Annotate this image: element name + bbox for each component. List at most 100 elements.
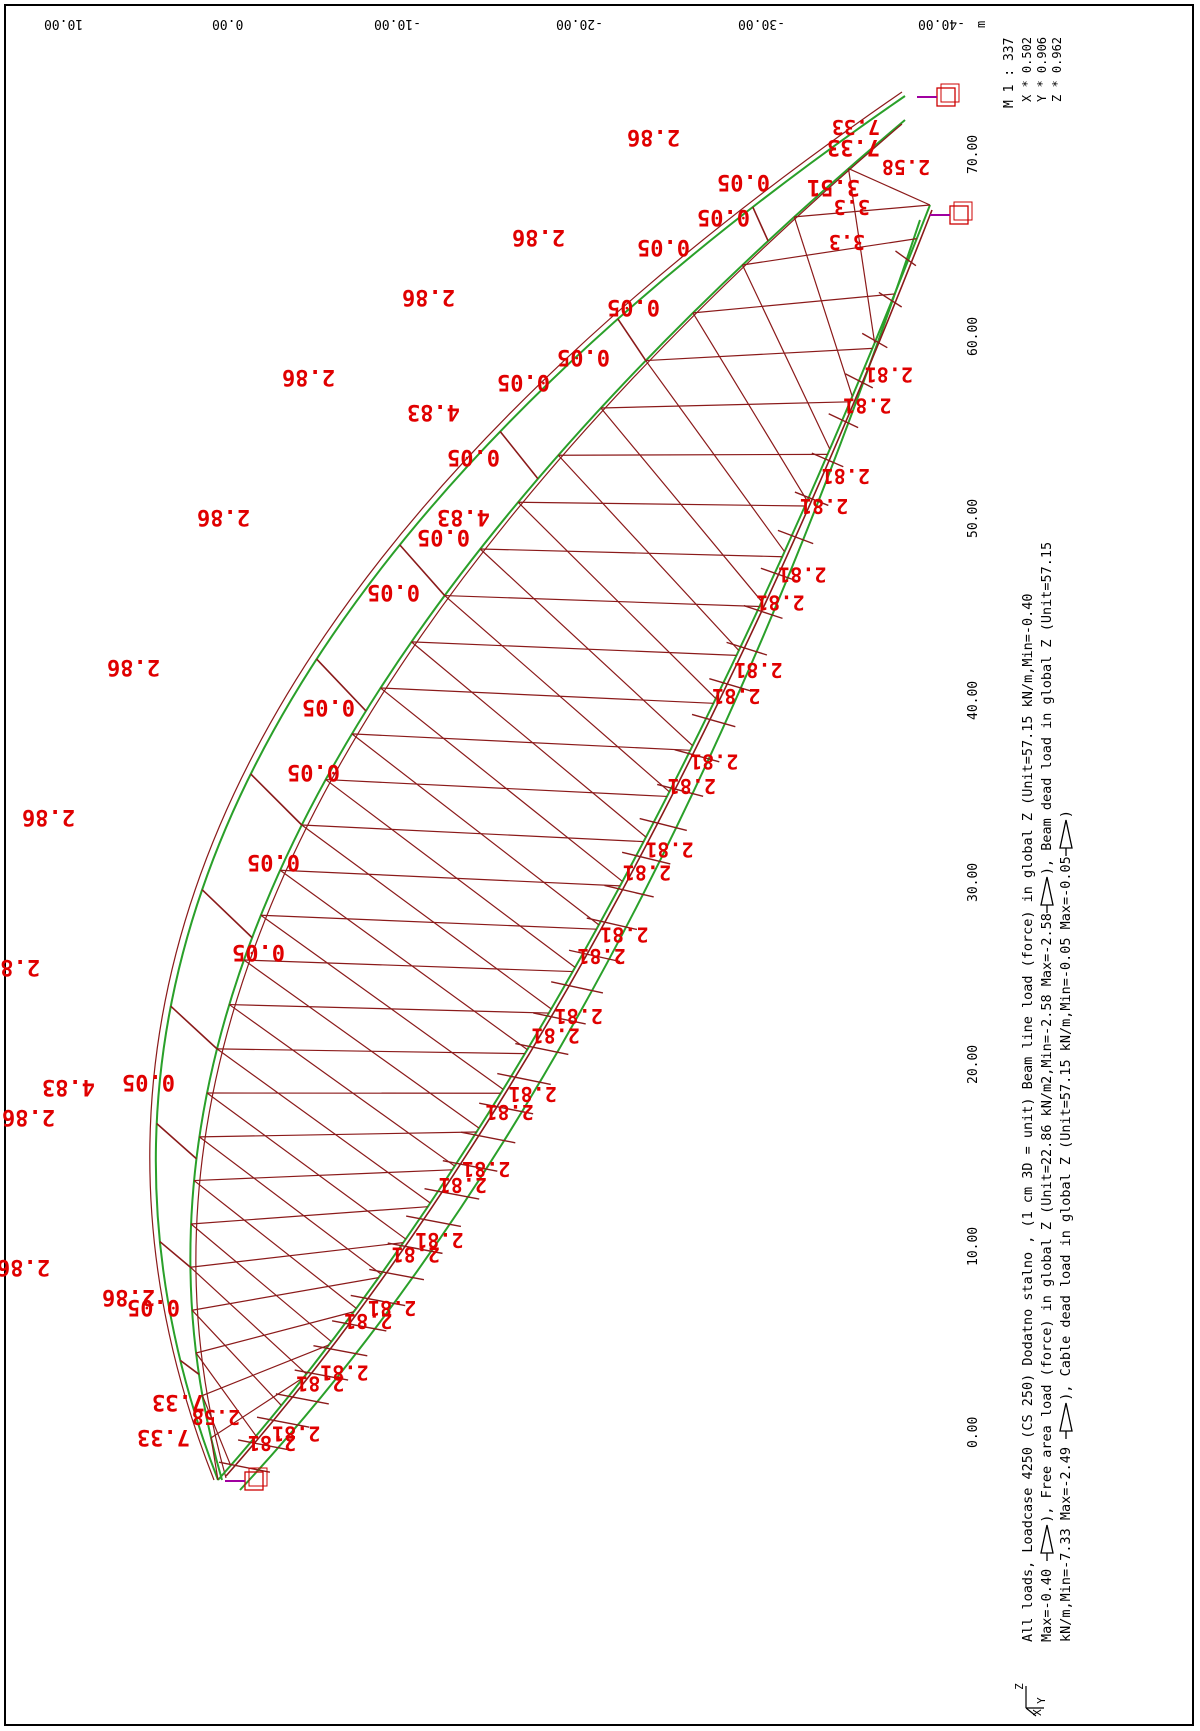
caption-line-1: All loads, Loadcase 4250 (CS 250) Dodatn…: [1020, 593, 1036, 1642]
cable: [195, 1311, 354, 1354]
load-value-label: 2.81: [778, 563, 826, 587]
deck-crossmember: [551, 981, 604, 994]
cable: [301, 824, 644, 843]
cable: [351, 733, 600, 926]
load-value-label: 2.81: [532, 1024, 580, 1048]
deck-crossmember: [760, 567, 799, 582]
load-value-label: 2.81: [800, 494, 848, 518]
arrow-symbol-icon: [1059, 1401, 1073, 1439]
deck-crossmember: [811, 452, 844, 468]
cable: [229, 1003, 549, 1014]
load-value-label: 2.81: [248, 1431, 296, 1455]
axis-z-label: Z: [1012, 1683, 1026, 1690]
scale-x: X * 0.502: [1020, 36, 1034, 102]
cable: [794, 204, 931, 218]
load-value-label: 3.51: [807, 174, 860, 199]
arch-crossbeam: [156, 1122, 197, 1160]
units-label: m: [974, 20, 988, 28]
caption-line-2: Max=-0.40 ), Free area load (force) in g…: [1039, 541, 1055, 1642]
cable: [692, 312, 808, 502]
arch-crossbeam: [499, 431, 539, 480]
arch-crossbeam: [179, 1359, 200, 1375]
deck-crossmember: [621, 851, 671, 865]
load-value-label: 4.83: [407, 399, 460, 424]
load-value-label: 2.81: [485, 1100, 533, 1124]
load-value-label: 0.05: [637, 234, 690, 259]
load-value-label: 2.81: [344, 1309, 392, 1333]
cable: [210, 1437, 219, 1481]
deck-crossmember: [895, 250, 917, 267]
cable: [202, 1344, 330, 1397]
deck-crossmember: [845, 373, 874, 389]
load-value-label: 7.33: [137, 1424, 190, 1449]
deck-crossmember: [568, 949, 621, 963]
x-tick-label: 0.00: [966, 1416, 981, 1448]
load-value-label: 0.05: [557, 344, 610, 369]
load-value-label: 0.05: [717, 169, 770, 194]
deck-crossmember: [709, 677, 752, 692]
deck-crossmember: [743, 604, 783, 620]
cable: [793, 216, 853, 397]
arrow-symbol-icon: [1059, 818, 1073, 857]
load-value-label: 0.05: [122, 1069, 175, 1094]
arch-crossbeam: [250, 773, 303, 826]
drawing-frame: [4, 4, 1194, 1726]
deck-load: [225, 209, 933, 1477]
load-value-label: 2.86: [2, 1104, 55, 1129]
load-value-label: 0.05: [367, 579, 420, 604]
load-value-label: 2.86: [197, 504, 250, 529]
deck-crossmember: [424, 1187, 480, 1200]
load-value-label: 4.83: [42, 1074, 95, 1099]
cable: [228, 1004, 456, 1167]
load-value-label: 2.81: [645, 838, 693, 862]
cable: [558, 453, 828, 456]
cable: [741, 264, 831, 450]
support-box-back: [248, 1467, 268, 1487]
support-box: [936, 87, 956, 107]
arrow-symbol-icon: [1040, 1523, 1054, 1561]
load-value-label: 2.81: [509, 1082, 557, 1106]
cable: [199, 1136, 382, 1275]
support-box-back: [940, 83, 960, 103]
cable: [600, 401, 851, 409]
load-value-label: 2.86: [22, 804, 75, 829]
cable: [201, 1395, 232, 1466]
cable: [692, 293, 895, 314]
cable: [243, 959, 480, 1129]
load-value-label: 2.81: [712, 684, 760, 708]
cable: [206, 1092, 407, 1240]
load-value-label: 2.81: [555, 1004, 603, 1028]
load-value-label: 2.81: [462, 1157, 510, 1181]
deck-crossmember: [604, 884, 654, 898]
load-value-label: 2.81: [623, 861, 671, 885]
arch-crossbeam: [159, 1240, 191, 1268]
y-tick-label: -40.00: [918, 16, 965, 31]
load-value-label: 0.05: [417, 524, 470, 549]
cable: [380, 687, 714, 704]
cable: [480, 548, 783, 558]
cable: [518, 501, 805, 507]
load-value-label: 0.05: [247, 849, 300, 874]
arrow-symbol-icon: [1040, 875, 1054, 914]
cable: [190, 1266, 307, 1375]
load-value-label: 2.86: [0, 954, 40, 979]
load-value-label: 2.58: [882, 155, 930, 179]
load-value-label: 2.86: [107, 654, 160, 679]
deck-crossmember: [691, 713, 736, 728]
deck-crossmember: [460, 1131, 516, 1144]
deck-crossmember: [657, 783, 704, 798]
cable: [194, 1169, 453, 1182]
cable: [742, 238, 917, 266]
load-value-label: 2.81: [577, 944, 625, 968]
deck-crossmember: [218, 1461, 271, 1473]
cable: [191, 1309, 282, 1406]
load-value-label: 2.86: [102, 1284, 155, 1309]
cable: [517, 501, 717, 699]
y-tick-label: 10.00: [44, 16, 84, 31]
scale-y: Y * 0.906: [1035, 36, 1049, 102]
x-tick-label: 20.00: [966, 1044, 981, 1084]
deck-crossmember: [350, 1294, 406, 1307]
cable: [645, 347, 873, 362]
deck-crossmember: [369, 1268, 425, 1281]
y-tick-label: -10.00: [374, 16, 421, 31]
